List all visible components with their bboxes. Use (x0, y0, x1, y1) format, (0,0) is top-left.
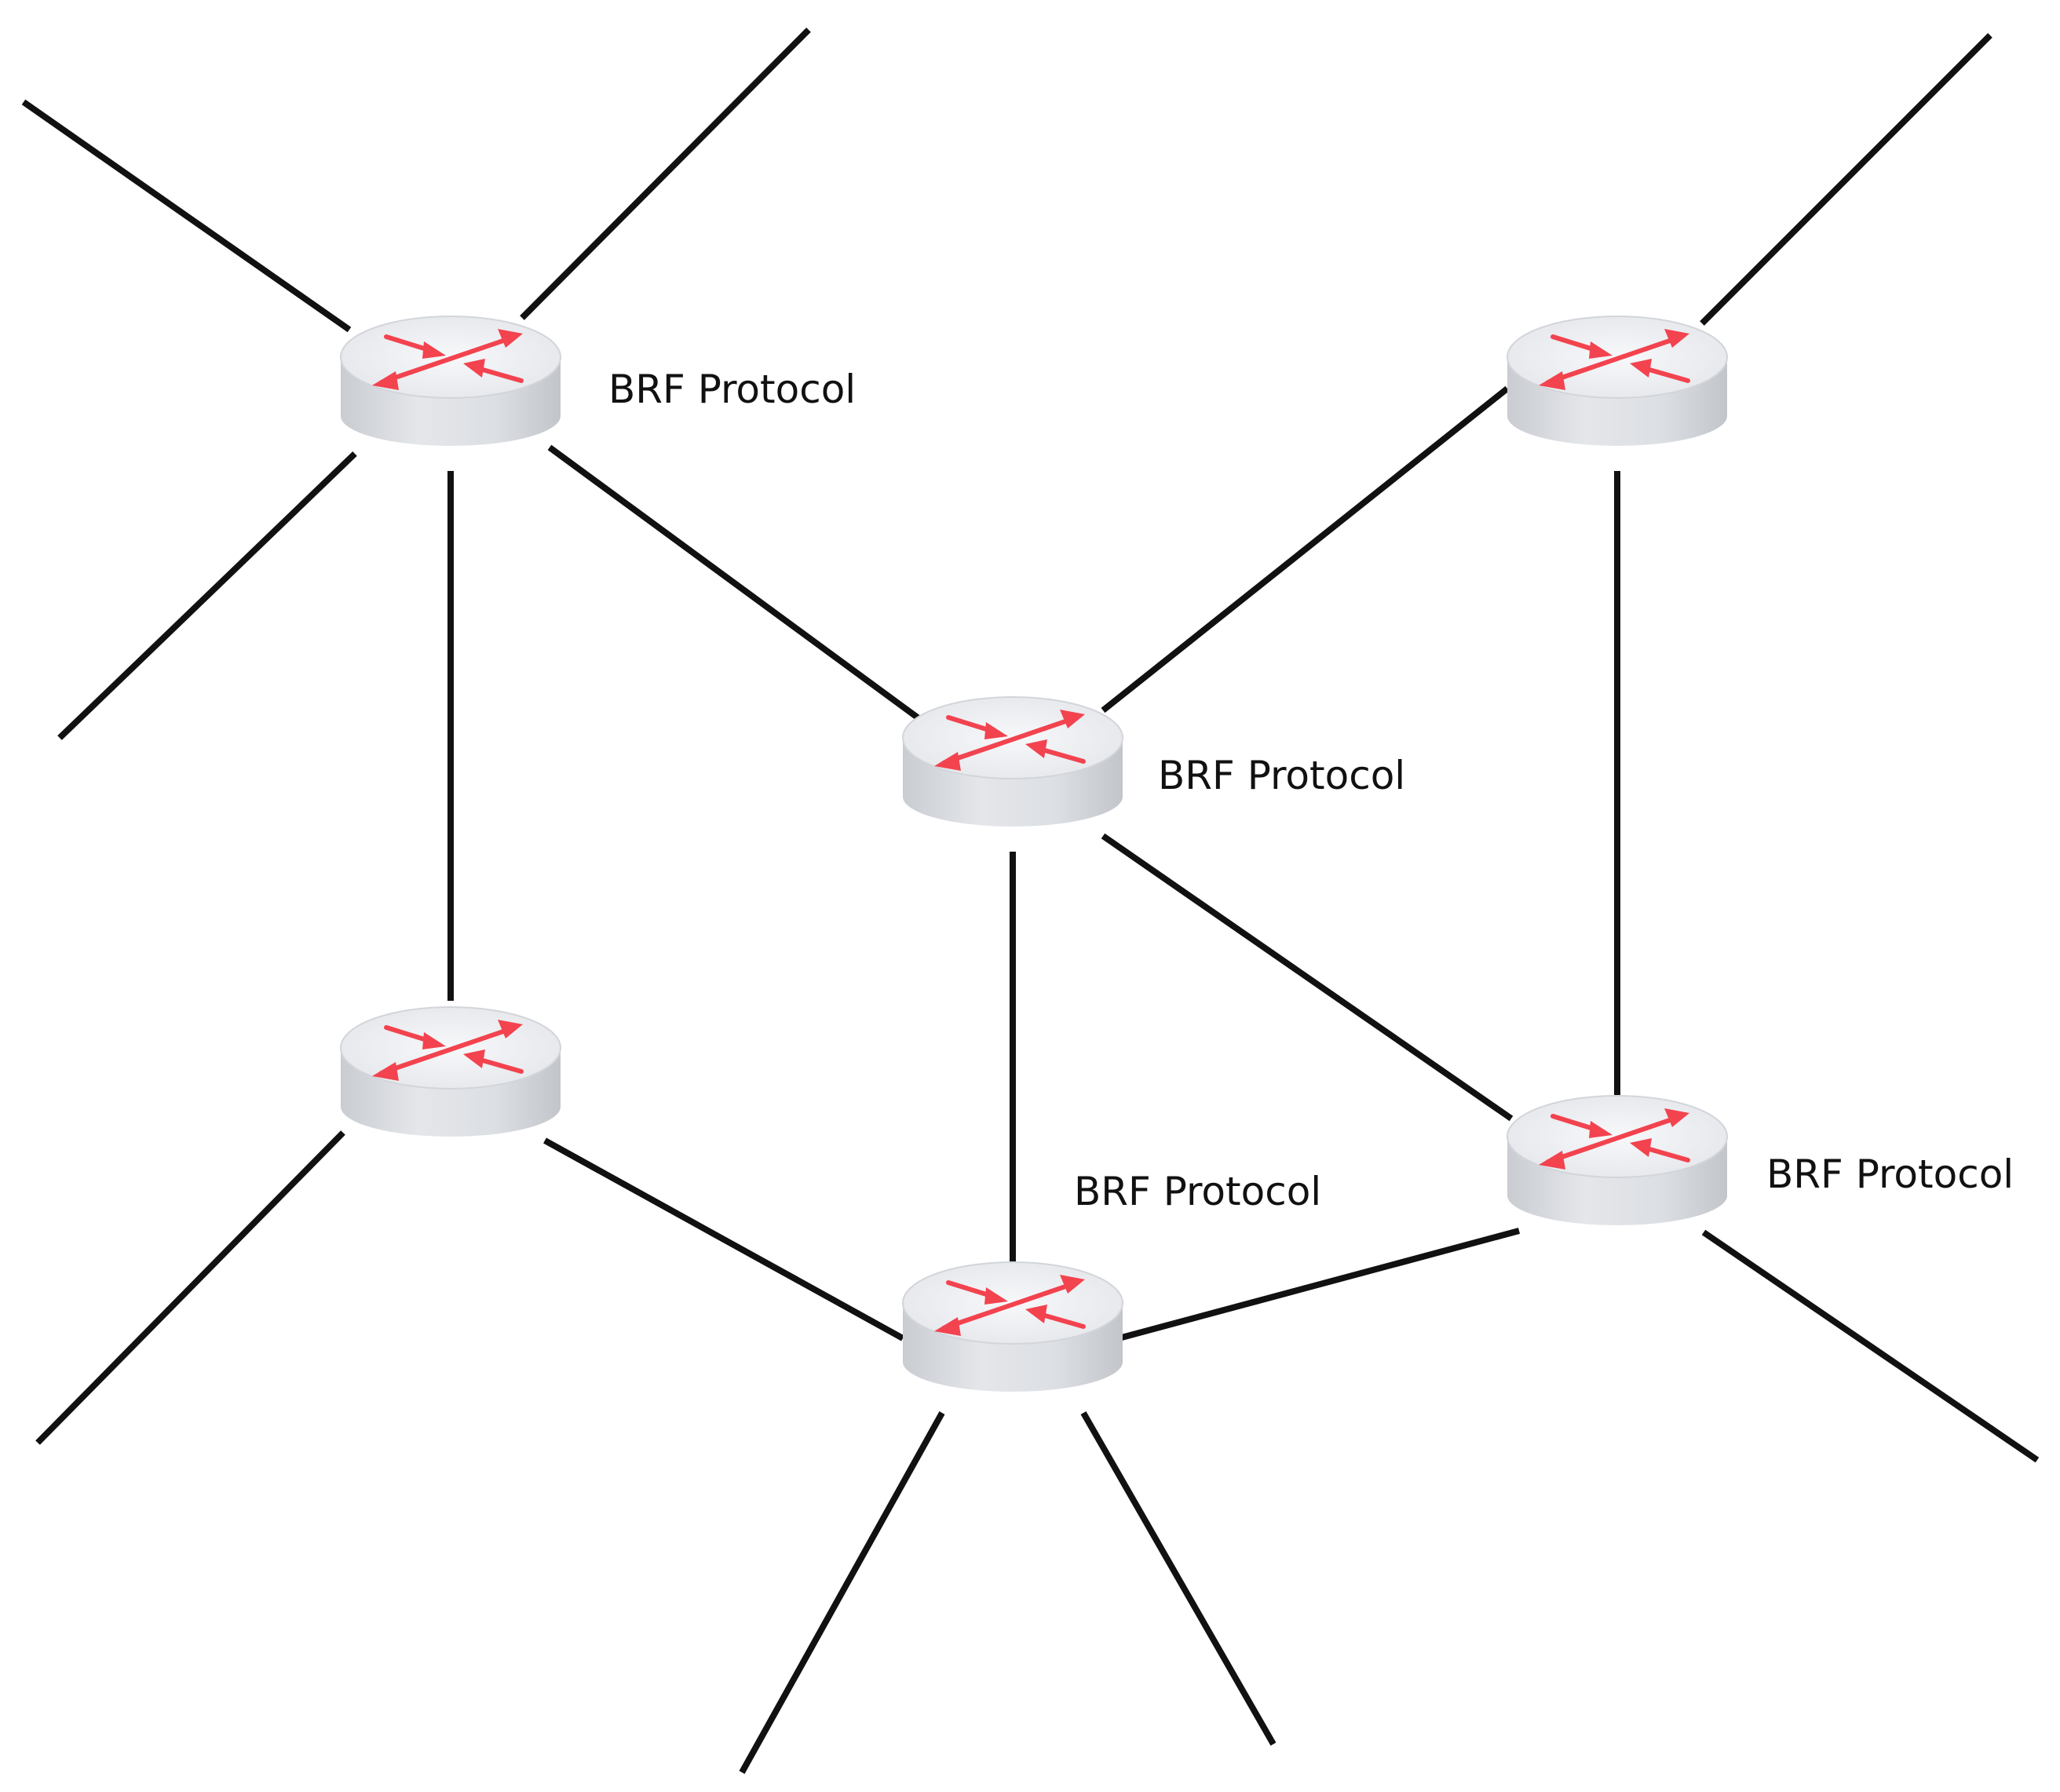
router-a (341, 316, 561, 446)
router-icon (341, 1007, 561, 1137)
router-e (903, 1262, 1123, 1392)
router-icon (1507, 1096, 1727, 1225)
router-f (1507, 1096, 1727, 1225)
link-a-c (547, 444, 921, 721)
protocol-label-router-f: BRF Protocol (1766, 1151, 2014, 1197)
router-icon (903, 1262, 1123, 1392)
links (447, 385, 1620, 1341)
link-c-f (1101, 833, 1514, 1122)
protocol-label-router-a: BRF Protocol (608, 367, 856, 412)
external-link (1080, 1411, 1277, 1746)
router-icon (341, 316, 561, 446)
external-links (21, 27, 2040, 1774)
external-link (35, 1130, 345, 1445)
router-d (341, 1007, 561, 1137)
external-link (520, 27, 811, 320)
router-icon (903, 697, 1123, 827)
router-c (903, 697, 1123, 827)
external-link (1701, 1229, 2040, 1463)
link-d-e (543, 1137, 904, 1341)
protocol-label-router-c: BRF Protocol (1158, 753, 1405, 798)
router-icon (1507, 316, 1727, 446)
link-b-c (1101, 385, 1510, 714)
link-e-f (1117, 1228, 1521, 1341)
external-link (21, 99, 352, 333)
external-link (1700, 33, 1992, 326)
external-link (739, 1411, 945, 1774)
protocol-label-router-e: BRF Protocol (1074, 1169, 1321, 1214)
router-b (1507, 316, 1727, 446)
external-link (57, 451, 357, 740)
